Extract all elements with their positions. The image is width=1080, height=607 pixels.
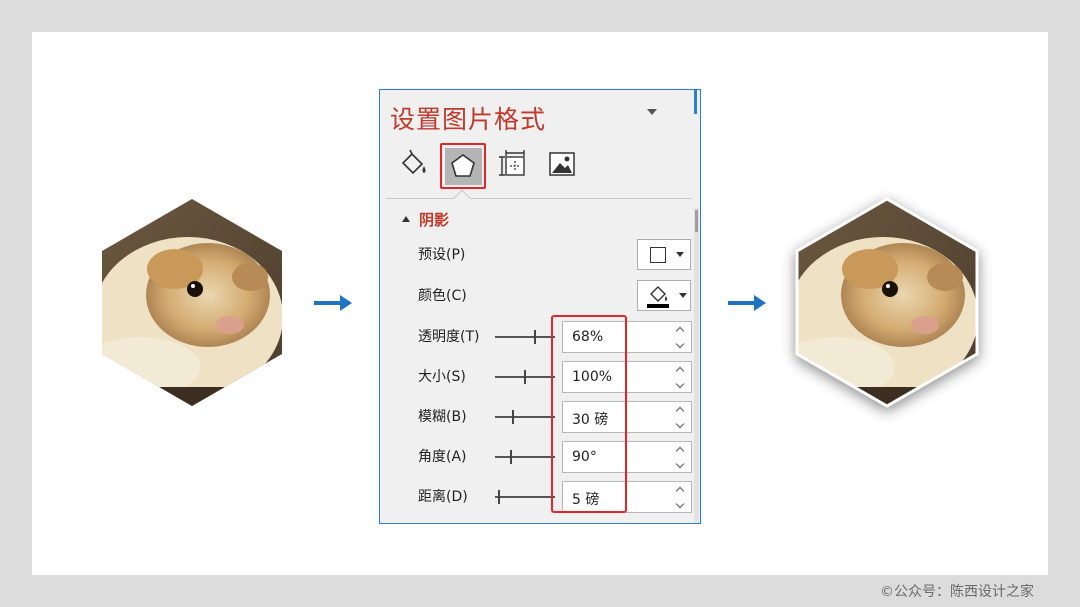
- paint-bucket-icon: [401, 149, 426, 175]
- paint-bucket-icon: [647, 284, 669, 308]
- picture-icon: [549, 152, 575, 176]
- distance-label: 距离(D): [418, 489, 468, 505]
- tab-picture[interactable]: [542, 144, 582, 184]
- preset-label: 预设(P): [418, 247, 466, 263]
- angle-spinner[interactable]: 90°: [562, 441, 692, 473]
- format-picture-pane: 设置图片格式 阴影: [379, 89, 701, 524]
- size-slider[interactable]: [495, 370, 555, 384]
- blur-label: 模糊(B): [418, 409, 467, 425]
- angle-slider[interactable]: [495, 450, 555, 464]
- shadow-color-picker[interactable]: [637, 280, 691, 311]
- blur-spinner[interactable]: 30 磅: [562, 401, 692, 433]
- size-label: 大小(S): [418, 369, 466, 385]
- chevron-up-icon[interactable]: [675, 326, 685, 336]
- value-highlight-box: [551, 315, 627, 513]
- shadow-section-label: 阴影: [419, 210, 450, 229]
- blur-slider[interactable]: [495, 410, 555, 424]
- size-value[interactable]: 100%: [572, 369, 613, 385]
- size-position-icon: [499, 150, 525, 176]
- distance-value[interactable]: 5 磅: [572, 492, 600, 508]
- shadow-preset-picker[interactable]: [637, 239, 691, 270]
- shadow-section-header[interactable]: 阴影: [402, 208, 449, 230]
- right-arrow-icon: [314, 295, 352, 311]
- pane-resize-handle[interactable]: [694, 90, 697, 114]
- chevron-up-icon[interactable]: [675, 446, 685, 456]
- chevron-down-icon[interactable]: [675, 339, 685, 349]
- angle-value[interactable]: 90°: [572, 449, 597, 465]
- chevron-down-icon: [679, 293, 687, 298]
- transparency-spinner[interactable]: 68%: [562, 321, 692, 353]
- guinea-pig-image-shadowed[interactable]: [795, 197, 979, 408]
- size-spinner[interactable]: 100%: [562, 361, 692, 393]
- transparency-label: 透明度(T): [418, 329, 480, 345]
- slider-thumb[interactable]: [512, 410, 514, 424]
- chevron-up-icon[interactable]: [675, 486, 685, 496]
- selected-tab-pointer: [453, 189, 471, 207]
- watermark-text: ©公众号：陈西设计之家: [880, 584, 1034, 600]
- distance-slider[interactable]: [495, 490, 555, 504]
- color-label: 颜色(C): [418, 288, 467, 304]
- chevron-down-icon[interactable]: [675, 419, 685, 429]
- chevron-down-icon[interactable]: [675, 499, 685, 509]
- tab-effects[interactable]: [440, 143, 486, 189]
- pane-scrollbar-thumb[interactable]: [695, 210, 698, 232]
- pane-title: 设置图片格式: [390, 105, 547, 134]
- tab-divider: [386, 198, 692, 199]
- chevron-up-icon[interactable]: [675, 366, 685, 376]
- chevron-down-icon: [676, 252, 684, 257]
- collapse-triangle-icon: [402, 216, 410, 222]
- angle-label: 角度(A): [418, 449, 467, 465]
- transparency-slider[interactable]: [495, 330, 555, 344]
- slider-thumb[interactable]: [524, 370, 526, 384]
- slider-thumb[interactable]: [534, 330, 536, 344]
- blur-value[interactable]: 30 磅: [572, 412, 609, 428]
- chevron-up-icon[interactable]: [675, 406, 685, 416]
- pane-options-dropdown[interactable]: [647, 109, 657, 115]
- transparency-value[interactable]: 68%: [572, 329, 604, 345]
- pane-scrollbar[interactable]: [694, 208, 699, 523]
- tab-size-properties[interactable]: [493, 144, 533, 184]
- guinea-pig-image-original[interactable]: [100, 197, 284, 408]
- slider-thumb[interactable]: [498, 490, 500, 504]
- shadow-preset-square-icon: [650, 246, 666, 263]
- right-arrow-icon: [728, 295, 766, 311]
- chevron-down-icon[interactable]: [675, 459, 685, 469]
- slider-thumb[interactable]: [510, 450, 512, 464]
- distance-spinner[interactable]: 5 磅: [562, 481, 692, 513]
- chevron-down-icon[interactable]: [675, 379, 685, 389]
- pentagon-icon: [451, 154, 475, 177]
- tab-fill-line[interactable]: [393, 144, 433, 184]
